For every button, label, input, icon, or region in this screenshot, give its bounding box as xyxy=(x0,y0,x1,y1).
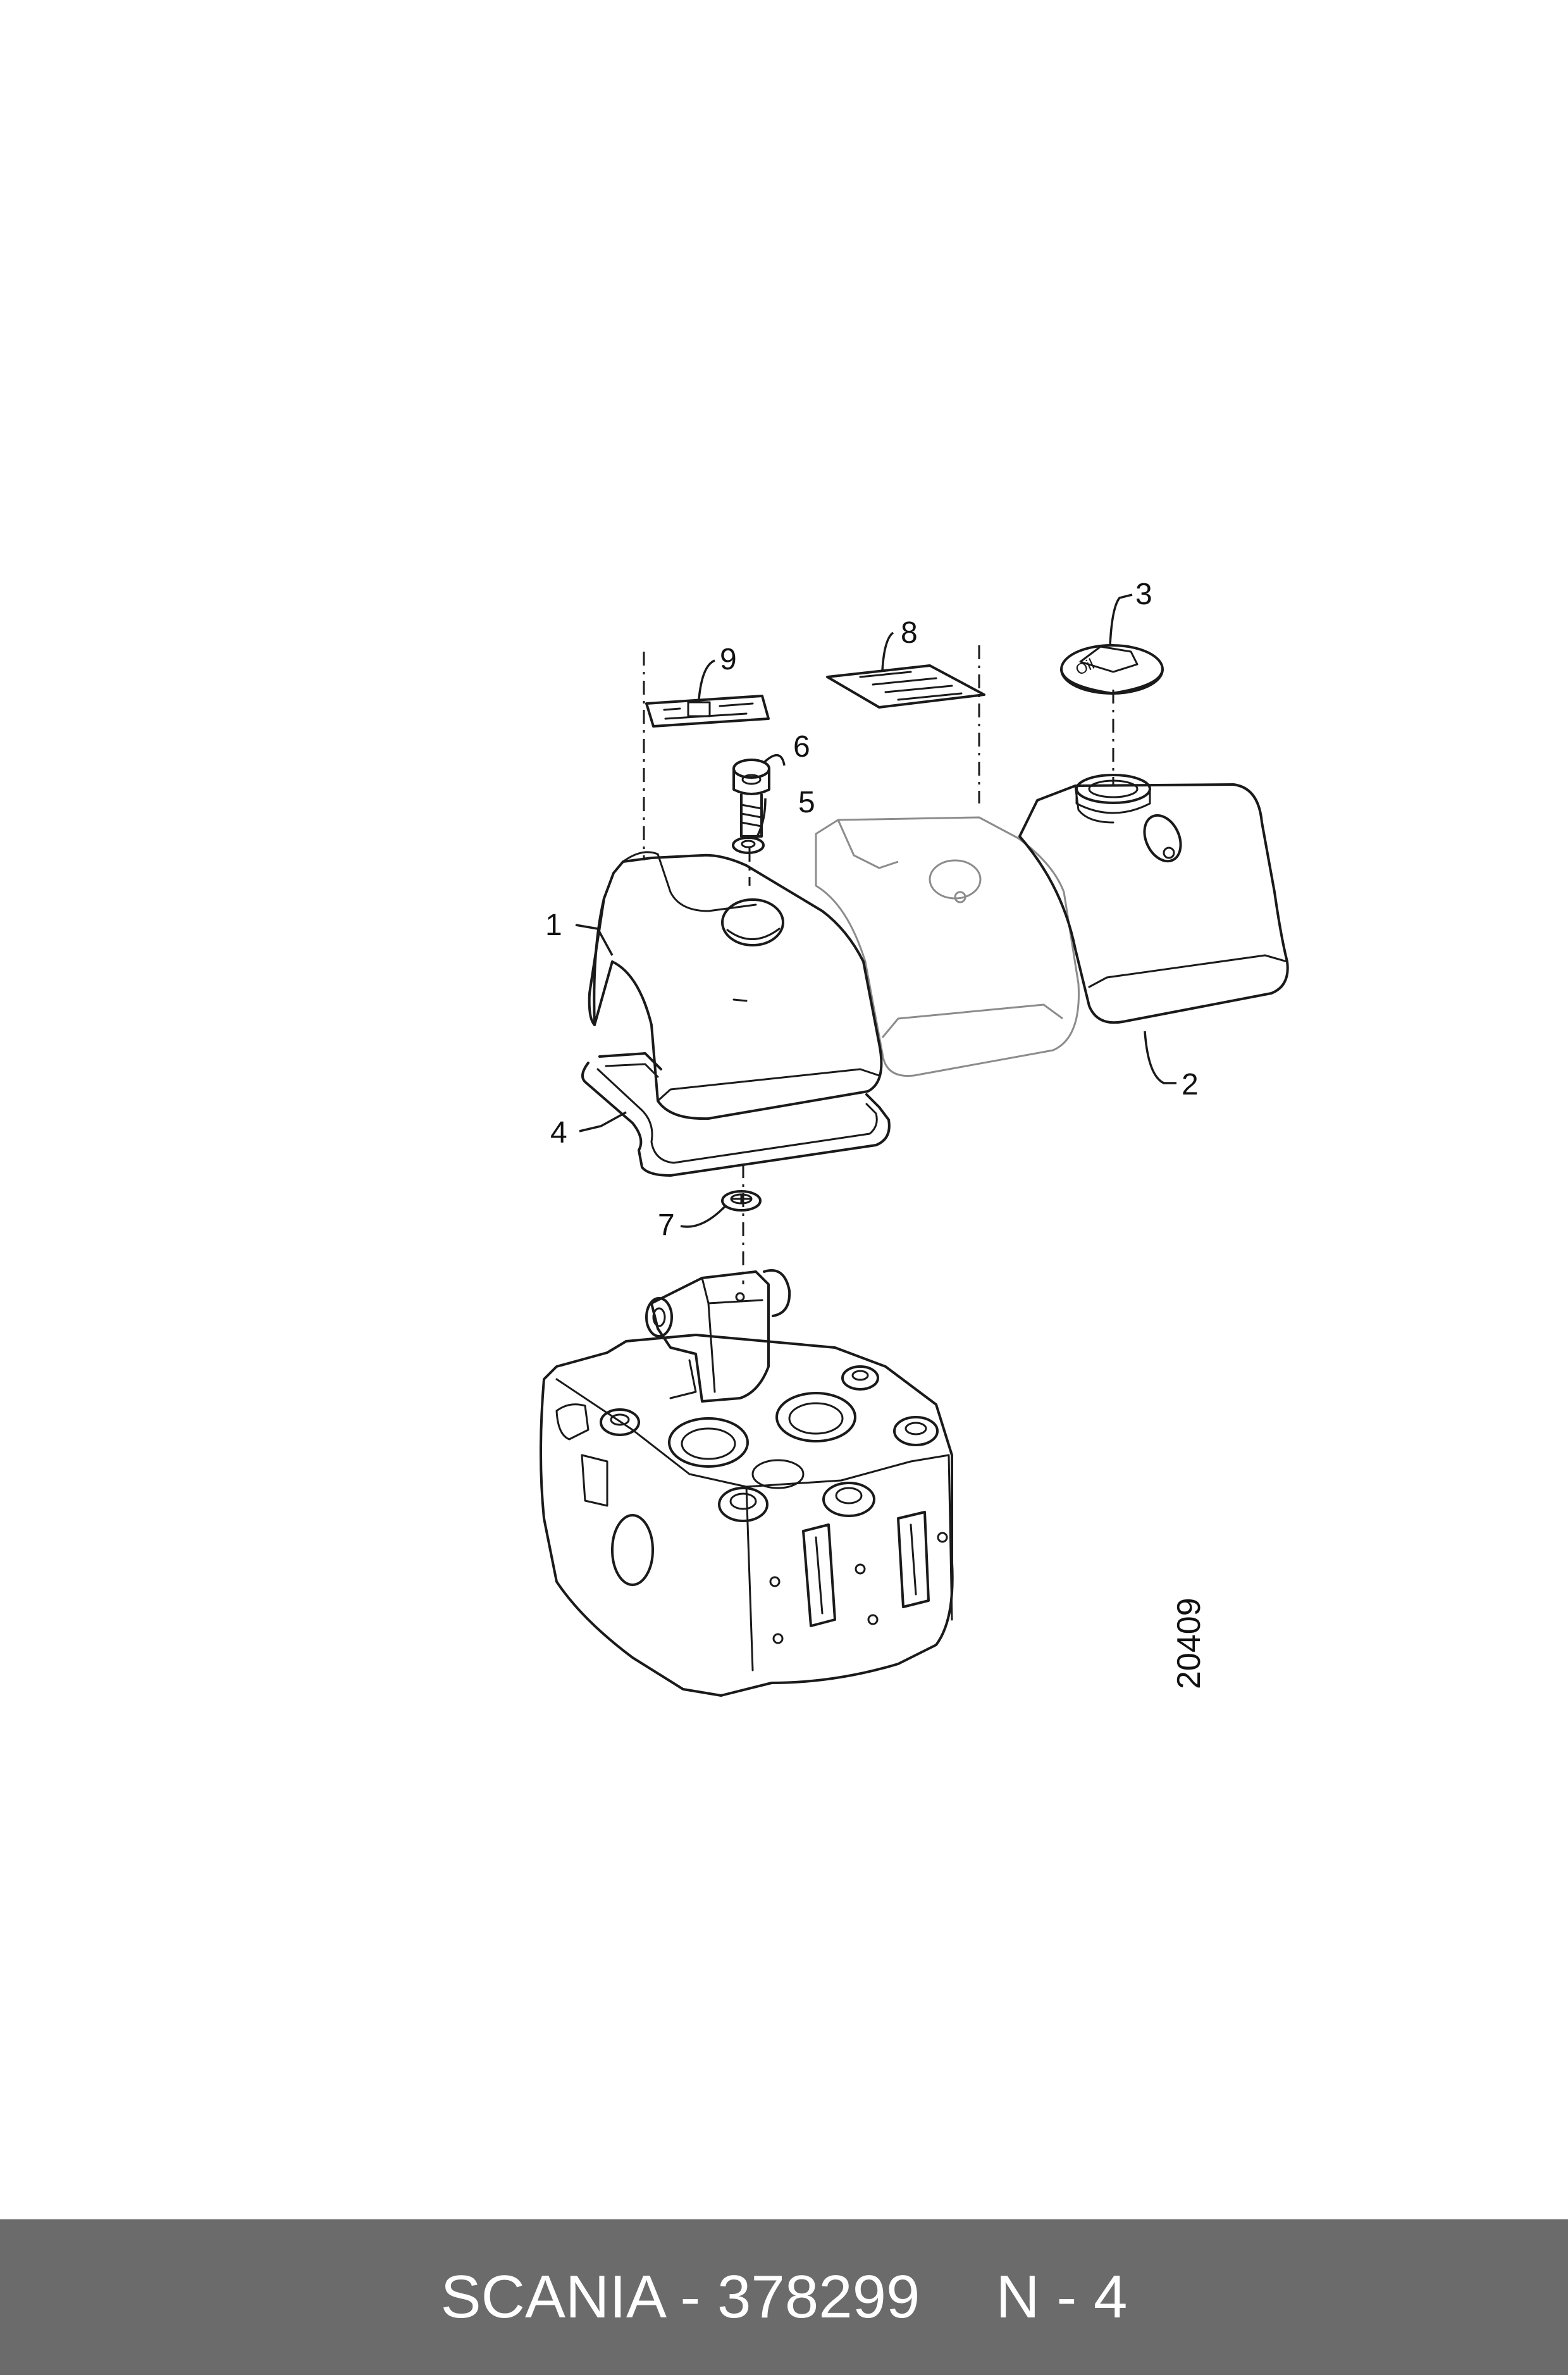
callout-3: 3 xyxy=(1135,578,1152,611)
part-7-seal-ring xyxy=(721,1190,762,1212)
footer-part-label: SCANIA - 378299 xyxy=(440,2263,920,2331)
part-3-filler-cap: Oil xyxy=(1060,644,1164,695)
footer-bar: SCANIA - 378299 N - 4 xyxy=(0,2219,1568,2375)
callout-leaders xyxy=(575,593,1176,1228)
callout-numbers: 1 2 3 4 5 6 7 8 9 xyxy=(545,578,1199,1242)
part-1-valve-cover xyxy=(588,851,883,1120)
part-2-valve-cover xyxy=(1018,774,1289,1024)
exploded-parts-drawing: Oil xyxy=(540,578,1289,1697)
callout-6: 6 xyxy=(793,730,810,764)
drawing-number: 20409 xyxy=(1171,1597,1207,1689)
callout-5: 5 xyxy=(798,786,815,819)
part-6-bolt xyxy=(732,759,770,838)
part-9-label-plate xyxy=(645,695,770,728)
callout-4: 4 xyxy=(550,1116,567,1150)
footer-page-code: N - 4 xyxy=(996,2263,1128,2331)
callout-8: 8 xyxy=(901,616,918,650)
part-8-label-plate xyxy=(826,664,985,709)
cylinder-head-assembly xyxy=(540,1269,954,1697)
cap-oil-text: Oil xyxy=(1073,655,1097,679)
part-4-gasket xyxy=(581,1052,891,1177)
assembly-axis-lines xyxy=(643,645,1114,1284)
callout-2: 2 xyxy=(1182,1068,1199,1101)
callout-9: 9 xyxy=(720,643,737,676)
callout-7: 7 xyxy=(658,1208,675,1242)
ghost-middle-valve-cover xyxy=(815,816,1080,1077)
part-5-washer xyxy=(732,836,765,854)
callout-1: 1 xyxy=(545,908,562,942)
